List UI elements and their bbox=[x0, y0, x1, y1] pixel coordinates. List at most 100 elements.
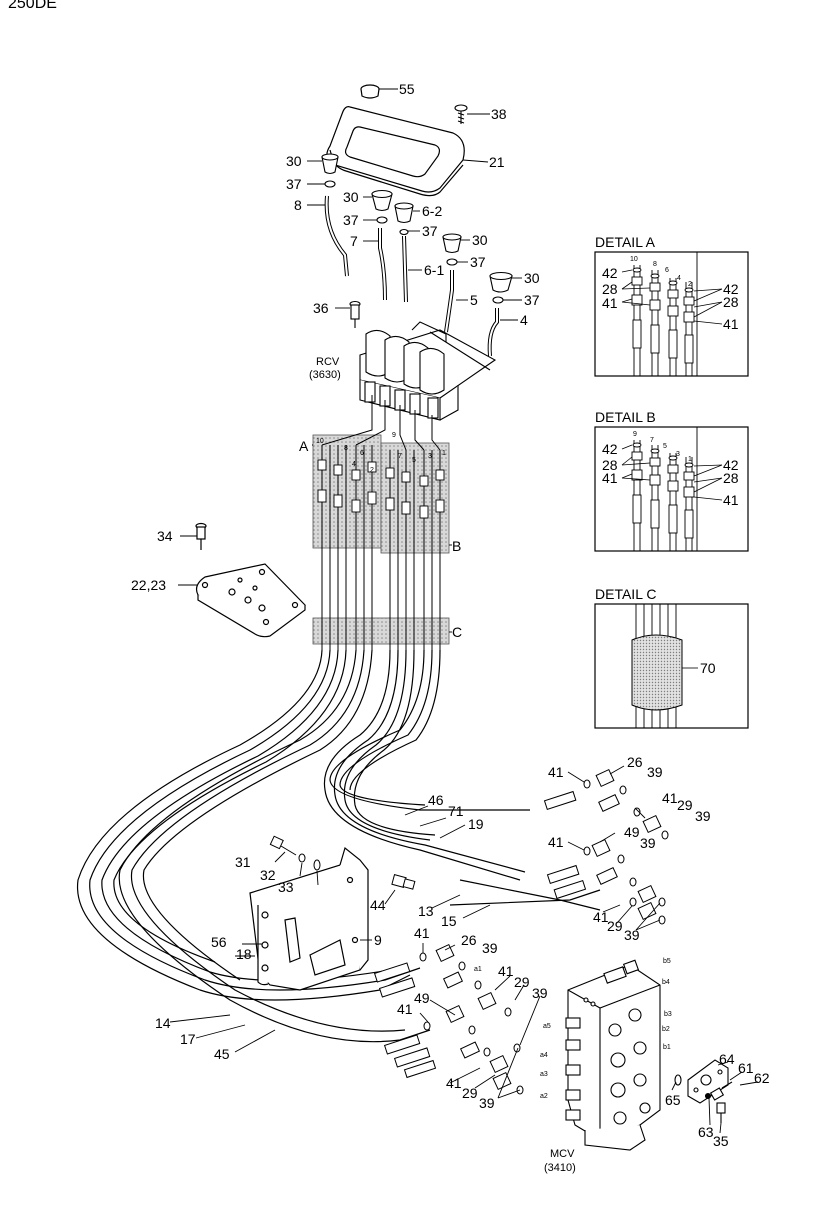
detail-b-l41: 41 bbox=[602, 470, 618, 486]
hose-end-fittings bbox=[373, 790, 587, 1079]
label-41d: 41 bbox=[593, 909, 609, 925]
label-30d: 30 bbox=[524, 270, 540, 286]
detail-a-box bbox=[594, 251, 749, 377]
label-41b: 41 bbox=[662, 790, 678, 806]
detail-b-port-9: 9 bbox=[633, 431, 637, 438]
detail-a-port-6: 6 bbox=[665, 267, 669, 274]
rcv-port-1: 1 bbox=[442, 450, 446, 457]
rcv-code: (3630) bbox=[309, 369, 341, 381]
mcv-port-a3: a3 bbox=[540, 1071, 548, 1078]
detail-a-l41: 41 bbox=[602, 295, 618, 311]
label-6-2: 6-2 bbox=[422, 203, 442, 219]
detail-b-r41: 41 bbox=[723, 492, 739, 508]
mcv-port-b2: b2 bbox=[662, 1026, 670, 1033]
mcv-port-b4: b4 bbox=[662, 979, 670, 986]
label-63: 63 bbox=[698, 1124, 714, 1140]
label-13: 13 bbox=[418, 903, 434, 919]
detail-a-title: DETAIL A bbox=[595, 234, 656, 250]
rcv-hoses bbox=[317, 395, 445, 650]
rcv-port-5: 5 bbox=[412, 457, 416, 464]
detail-marker-a: A bbox=[299, 438, 309, 454]
label-62: 62 bbox=[754, 1070, 770, 1086]
rcv-port-2: 2 bbox=[370, 467, 374, 474]
bolts-31-32-33 bbox=[269, 835, 416, 890]
mcv-port-a1: a1 bbox=[474, 966, 482, 973]
mcv-code: (3410) bbox=[544, 1162, 576, 1174]
mcv-port-a5: a5 bbox=[543, 1023, 551, 1030]
label-56: 56 bbox=[211, 934, 227, 950]
detail-marker-b: B bbox=[452, 538, 461, 554]
rcv-port-3: 3 bbox=[428, 453, 432, 460]
label-15: 15 bbox=[441, 913, 457, 929]
label-29a: 29 bbox=[677, 797, 693, 813]
mcv-block bbox=[565, 959, 661, 1151]
label-39d: 39 bbox=[624, 927, 640, 943]
label-39f: 39 bbox=[532, 985, 548, 1001]
label-4: 4 bbox=[520, 312, 528, 328]
rcv-block bbox=[359, 321, 497, 421]
label-29c: 29 bbox=[514, 974, 530, 990]
label-31: 31 bbox=[235, 854, 251, 870]
label-21: 21 bbox=[489, 154, 505, 170]
plate-22-23 bbox=[195, 522, 306, 638]
label-26b: 26 bbox=[461, 932, 477, 948]
label-41e: 41 bbox=[414, 925, 430, 941]
mcv-port-a2: a2 bbox=[540, 1093, 548, 1100]
label-30c: 30 bbox=[472, 232, 488, 248]
detail-b-title: DETAIL B bbox=[595, 409, 656, 425]
label-14: 14 bbox=[155, 1015, 171, 1031]
label-30a: 30 bbox=[286, 153, 302, 169]
label-55: 55 bbox=[399, 81, 415, 97]
label-29b: 29 bbox=[607, 918, 623, 934]
label-34: 34 bbox=[157, 528, 173, 544]
label-38: 38 bbox=[491, 106, 507, 122]
label-65: 65 bbox=[665, 1092, 681, 1108]
label-19: 19 bbox=[468, 816, 484, 832]
labels: 55 38 21 30 37 8 30 6-2 37 7 37 30 37 6-… bbox=[131, 81, 770, 1174]
mcv-port-b1: b1 bbox=[663, 1044, 671, 1051]
detail-b-port-1: 1 bbox=[688, 456, 692, 463]
label-39c: 39 bbox=[640, 835, 656, 851]
cap-55 bbox=[360, 84, 380, 99]
label-7: 7 bbox=[350, 233, 358, 249]
detail-marker-c: C bbox=[452, 624, 462, 640]
label-37d: 37 bbox=[470, 254, 486, 270]
screw-38 bbox=[454, 104, 468, 124]
label-6-1: 6-1 bbox=[424, 262, 444, 278]
cover-plate bbox=[326, 106, 465, 197]
rcv-port-4: 4 bbox=[352, 461, 356, 468]
hose-bundle bbox=[76, 649, 601, 1043]
detail-b-port-5: 5 bbox=[663, 443, 667, 450]
mcv-name: MCV bbox=[550, 1148, 575, 1160]
detail-b-l42: 42 bbox=[602, 441, 618, 457]
label-49b: 49 bbox=[414, 990, 430, 1006]
label-5: 5 bbox=[470, 292, 478, 308]
rcv-port-10: 10 bbox=[316, 438, 324, 445]
label-46: 46 bbox=[428, 792, 444, 808]
label-41f: 41 bbox=[498, 963, 514, 979]
detail-b-r28: 28 bbox=[723, 470, 739, 486]
label-17: 17 bbox=[180, 1031, 196, 1047]
label-45: 45 bbox=[214, 1046, 230, 1062]
detail-a-r41: 41 bbox=[723, 316, 739, 332]
detail-a-r42: 42 bbox=[723, 281, 739, 297]
label-41g: 41 bbox=[397, 1001, 413, 1017]
detail-a-l28: 28 bbox=[602, 281, 618, 297]
label-39g: 39 bbox=[479, 1095, 495, 1111]
detail-a-port-10: 10 bbox=[630, 256, 638, 263]
levers bbox=[321, 153, 513, 357]
rcv-port-7: 7 bbox=[398, 453, 402, 460]
detail-a-l42: 42 bbox=[602, 265, 618, 281]
mcv-port-b3: b3 bbox=[664, 1011, 672, 1018]
label-29d: 29 bbox=[462, 1085, 478, 1101]
label-44: 44 bbox=[370, 897, 386, 913]
label-49a: 49 bbox=[624, 824, 640, 840]
label-41h: 41 bbox=[446, 1075, 462, 1091]
label-35: 35 bbox=[713, 1133, 729, 1149]
label-41c: 41 bbox=[548, 834, 564, 850]
detail-area-c bbox=[312, 617, 450, 645]
leader-lines bbox=[169, 88, 759, 1134]
flange-64 bbox=[674, 1059, 733, 1123]
